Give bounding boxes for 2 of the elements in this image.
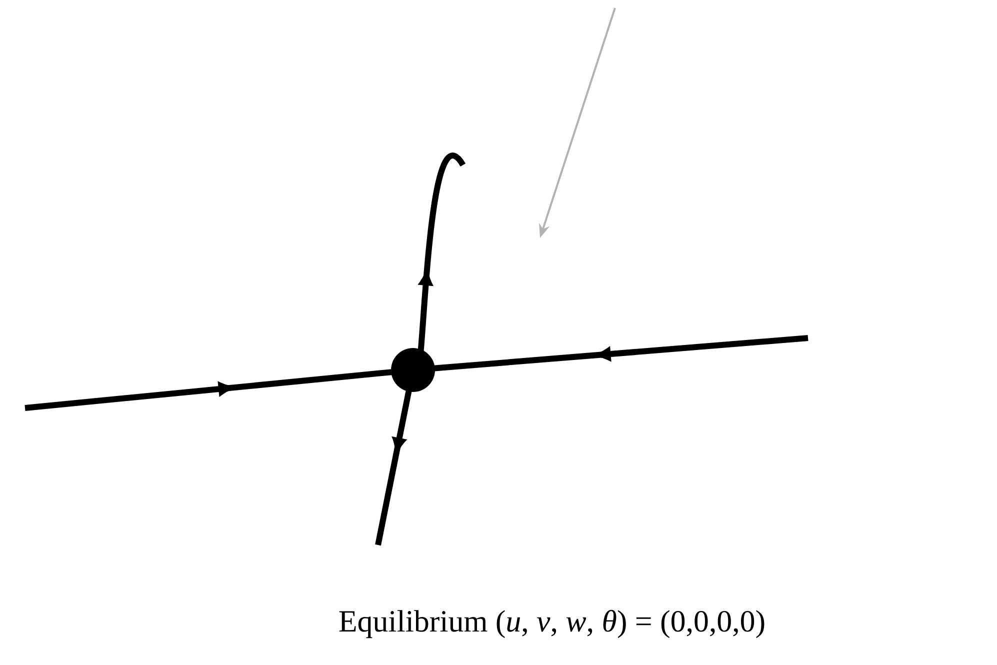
caption: Equilibrium (u, v, w, θ) = (0,0,0,0)	[339, 610, 764, 638]
equilibrium-point	[391, 348, 435, 392]
